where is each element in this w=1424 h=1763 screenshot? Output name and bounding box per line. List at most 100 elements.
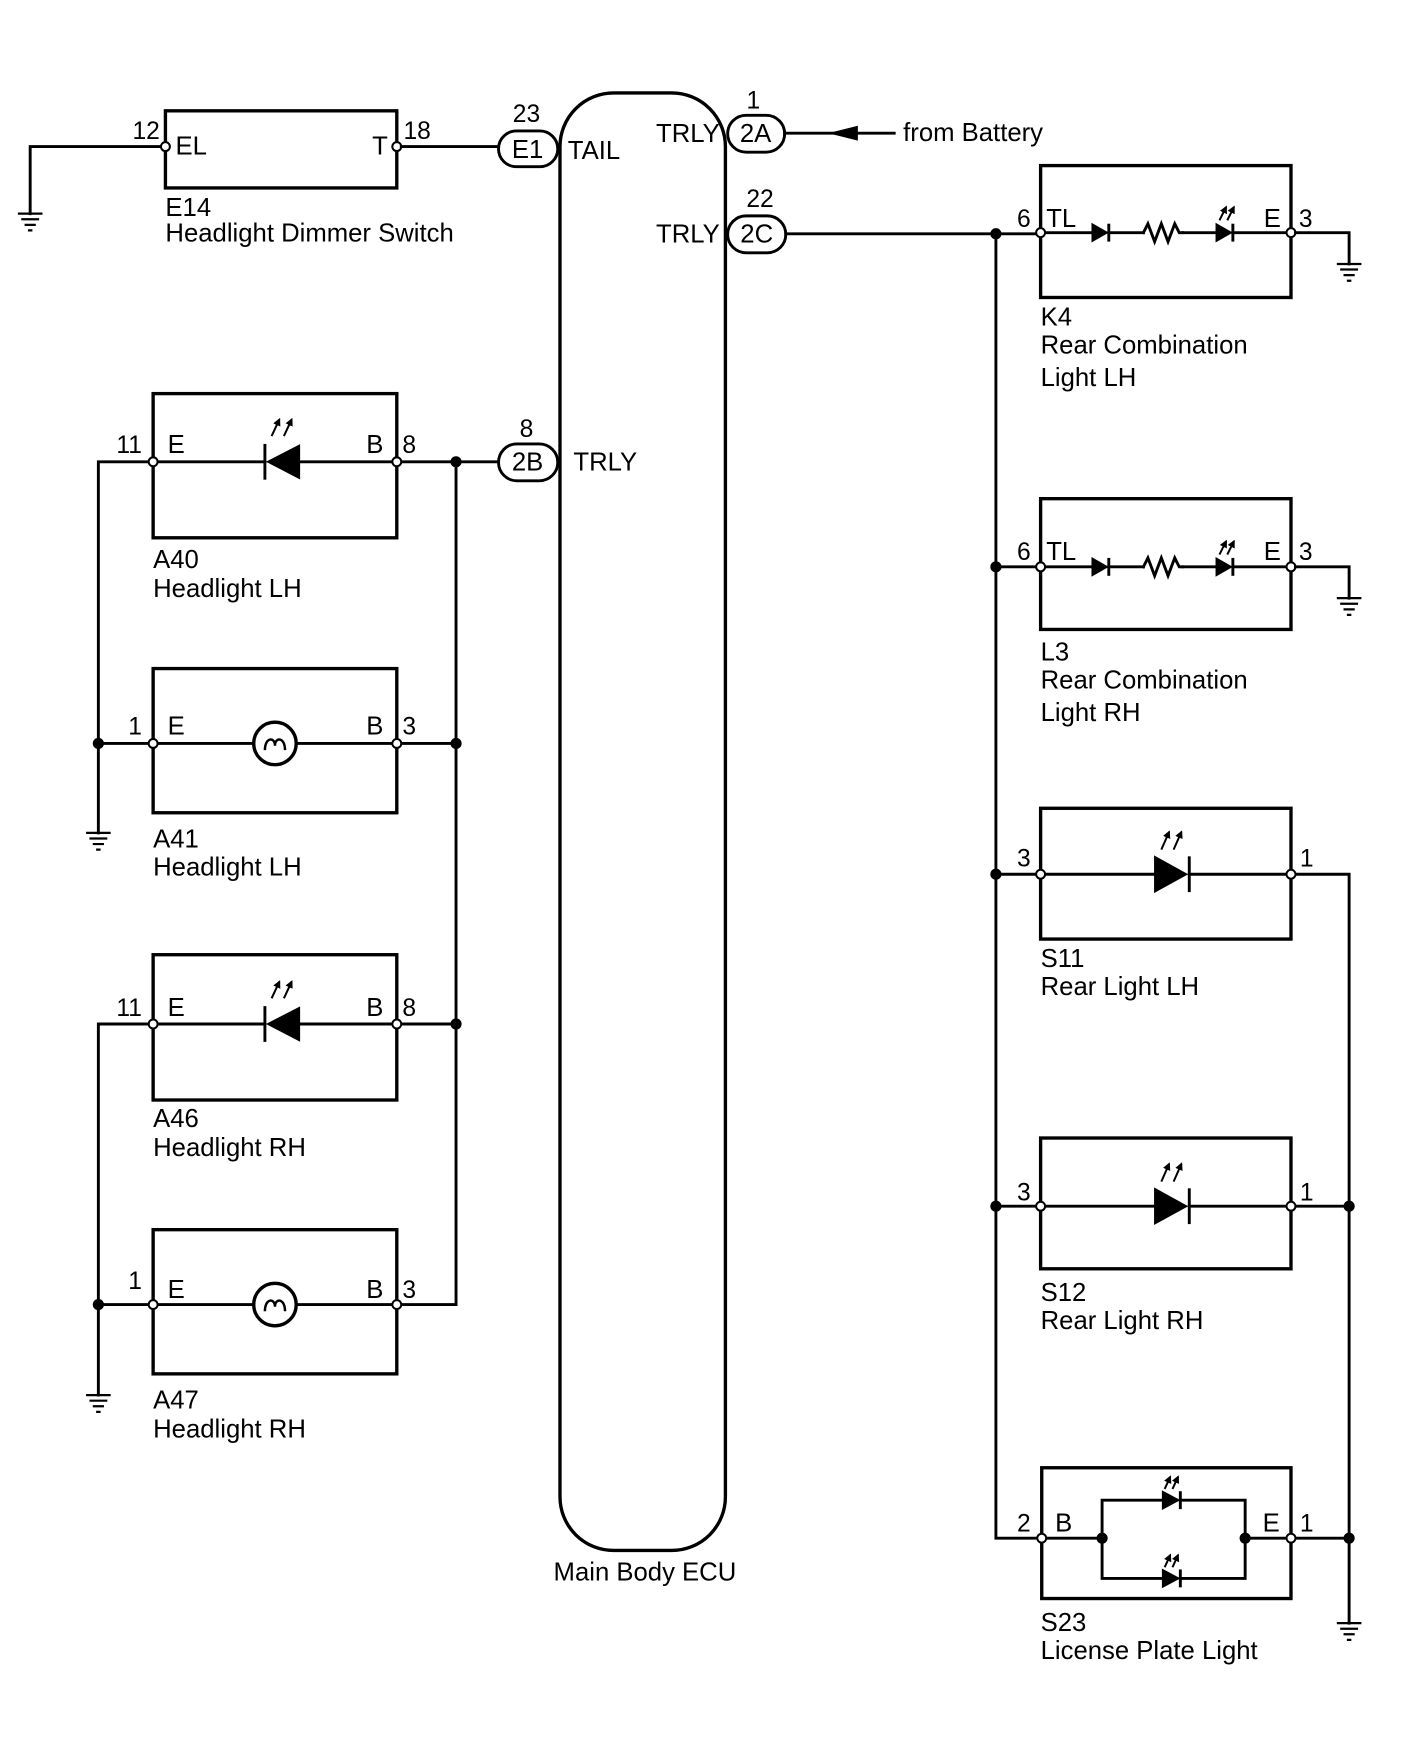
led-icon	[1161, 1475, 1182, 1511]
k4-pin-left-number: 6	[1017, 206, 1031, 233]
s23-terminal-right: E	[1263, 1509, 1280, 1537]
rear-combination-light-lh-k4: 6 TL E 3 K4 Rear Combination Light LH	[1017, 163, 1362, 392]
tail-bus	[784, 228, 1362, 1642]
junction-dot	[1096, 1532, 1108, 1544]
s11-pin-left-number: 3	[1017, 845, 1031, 872]
junction-dot	[1343, 1200, 1355, 1212]
k4-pin-right-number: 3	[1299, 206, 1313, 233]
a47-terminal-left: E	[168, 1276, 185, 1304]
l3-pin-tl	[1035, 561, 1047, 573]
ecu-body	[558, 91, 728, 1553]
l3-terminal-right: E	[1264, 538, 1281, 566]
a41-name: Headlight LH	[153, 853, 302, 881]
bulb-icon	[252, 720, 298, 767]
ground-icon	[17, 212, 43, 232]
resistor-icon	[1141, 219, 1185, 246]
connector-2c: TRLY 2C 22	[656, 186, 788, 255]
a40-terminal-right: B	[366, 431, 383, 459]
wire-headlight-rh-ground	[96, 1022, 151, 1397]
s23-pin-left-number: 2	[1017, 1510, 1031, 1537]
a46-pin-b	[391, 1018, 403, 1030]
e14-pin-el	[159, 141, 171, 153]
e14-code: E14	[165, 194, 211, 222]
l3-name-line-2: Light RH	[1041, 699, 1141, 727]
wire-headlight-lh-ground	[96, 460, 151, 835]
wire-2c-bus	[784, 232, 1039, 1540]
a41-terminal-left: E	[168, 713, 185, 741]
a40-name: Headlight LH	[153, 575, 302, 603]
arrow-left-icon	[830, 125, 858, 141]
connector-2b-signal: TRLY	[573, 449, 637, 477]
connector-2a-signal: TRLY	[656, 120, 720, 148]
a40-pin-right-number: 8	[402, 432, 416, 459]
connector-2a: TRLY 2A 1 from Battery	[656, 88, 1043, 154]
a41-pin-b	[391, 737, 403, 749]
connector-2c-pin: 22	[746, 186, 773, 213]
s23-code: S23	[1041, 1609, 1087, 1637]
a40-pin-b	[391, 456, 403, 468]
a40-pin-e	[147, 456, 159, 468]
a47-pin-b	[391, 1299, 403, 1311]
diode-icon	[1091, 556, 1111, 577]
led-icon	[1154, 1162, 1191, 1226]
junction-dot	[990, 228, 1002, 240]
s12-name: Rear Light RH	[1041, 1307, 1204, 1335]
a46-pin-right-number: 8	[402, 995, 416, 1022]
wire-2b-bus	[399, 460, 500, 1307]
ground-icon	[1336, 597, 1362, 617]
connector-e1-signal: TAIL	[568, 137, 620, 165]
a46-pin-left-number: 11	[116, 995, 142, 1022]
junction-dot	[1343, 1532, 1355, 1544]
s23-pin-b	[1036, 1532, 1048, 1544]
led-icon	[263, 980, 301, 1042]
a47-pin-right-number: 3	[402, 1277, 416, 1304]
a47-terminal-right: B	[366, 1276, 383, 1304]
k4-name-line-1: Rear Combination	[1041, 331, 1248, 359]
s12-pin-1	[1285, 1200, 1297, 1212]
s11-name: Rear Light LH	[1041, 973, 1200, 1001]
rear-light-rh-s12: 3 1 S12 Rear Light RH	[994, 1136, 1314, 1335]
junction-dot	[92, 737, 104, 750]
a46-terminal-left: E	[168, 994, 185, 1022]
s11-pin-1	[1285, 868, 1297, 880]
a46-name: Headlight RH	[153, 1134, 306, 1162]
a40-code: A40	[153, 546, 199, 574]
e14-terminal-left: EL	[175, 132, 206, 160]
connector-2b-code: 2B	[512, 449, 543, 477]
main-body-ecu: Main Body ECU	[554, 91, 736, 1587]
led-icon	[1161, 1553, 1182, 1589]
headlight-rh-a47: 1 E B 3 A47 Headlight RH	[128, 1227, 416, 1444]
s23-pin-right-number: 1	[1300, 1510, 1314, 1537]
connector-e1-shell	[497, 129, 560, 169]
a47-code: A47	[153, 1387, 199, 1415]
s23-name: License Plate Light	[1041, 1637, 1258, 1665]
e14-pin-right-number: 18	[404, 118, 431, 145]
junction-dot	[92, 1298, 104, 1311]
k4-terminal-left: TL	[1046, 205, 1076, 233]
led-icon	[1215, 205, 1235, 243]
headlight-lh-a40: 11 E B 8 A40 Headlight LH	[116, 391, 458, 603]
k4-ground-wire	[1294, 231, 1351, 266]
connector-2b: 2B 8 TRLY	[497, 416, 637, 483]
connector-e1: E1 23 TAIL	[497, 101, 620, 169]
k4-name-line-2: Light LH	[1041, 364, 1137, 392]
connector-2c-signal: TRLY	[656, 221, 720, 249]
ground-icon	[1336, 1622, 1362, 1642]
a41-code: A41	[153, 825, 199, 853]
a47-pin-e	[147, 1299, 159, 1311]
rear-combination-light-rh-l3: 6 TL E 3 L3 Rear Combination Light RH	[994, 496, 1362, 727]
a41-pin-right-number: 3	[402, 714, 416, 741]
l3-terminal-left: TL	[1046, 538, 1076, 566]
s12-pin-3	[1035, 1200, 1047, 1212]
led-icon	[263, 417, 301, 480]
diode-icon	[1091, 222, 1111, 243]
ground-icon	[86, 1393, 111, 1413]
a41-pin-left-number: 1	[128, 714, 142, 741]
s12-pin-left-number: 3	[1017, 1180, 1031, 1207]
k4-pin-tl	[1035, 227, 1047, 239]
connector-2a-pin: 1	[747, 88, 761, 115]
a47-pin-left-number: 1	[128, 1268, 142, 1295]
a47-name: Headlight RH	[153, 1416, 306, 1444]
wire-e14-ground	[28, 145, 163, 216]
